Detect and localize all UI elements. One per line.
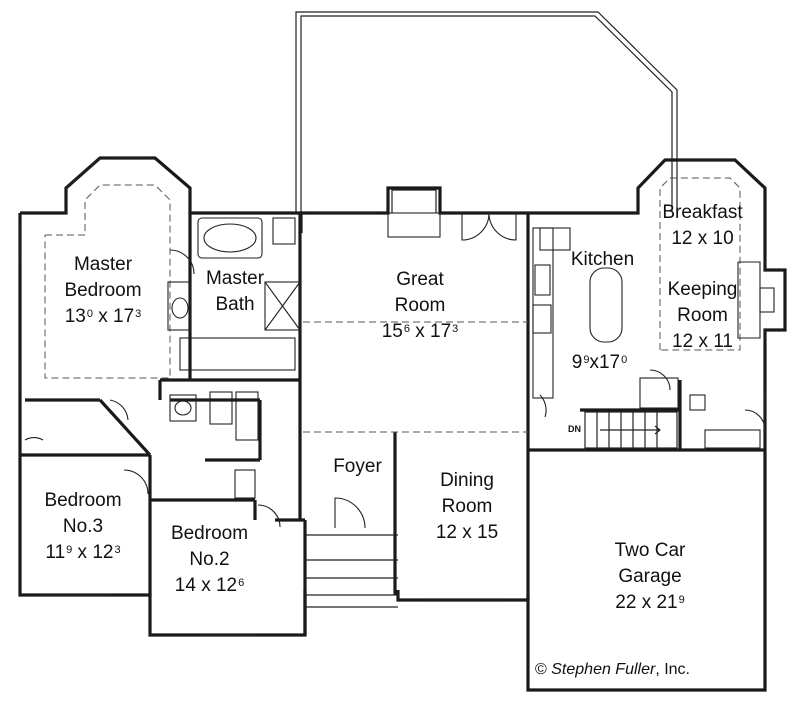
- keeping-room-name-2: Room: [677, 305, 728, 326]
- garage-label: Two Car Garage 22 x 219: [590, 538, 710, 616]
- kitchen-fixtures: [532, 227, 775, 449]
- kitchen-depth: 17: [598, 352, 621, 373]
- bedroom-3-size: 119 x 123: [24, 540, 142, 566]
- bedroom-3-name-1: Bedroom: [44, 490, 122, 511]
- great-room-width: 15: [381, 321, 403, 342]
- master-bedroom-depth-inches: 3: [135, 308, 142, 320]
- dining-room-label: Dining Room 12 x 15: [412, 468, 522, 546]
- bedroom-3-width: 11: [45, 542, 66, 563]
- master-bedroom-name-2: Bedroom: [64, 280, 142, 301]
- credit-name: Stephen Fuller: [551, 661, 656, 678]
- master-bedroom-times: x: [98, 306, 108, 327]
- master-bedroom-label: Master Bedroom 130 x 173: [43, 252, 163, 330]
- great-room-size: 156 x 173: [360, 319, 480, 345]
- master-bedroom-size: 130 x 173: [43, 304, 163, 330]
- bedroom-3-depth: 12: [92, 542, 114, 563]
- breakfast-name: Breakfast: [662, 202, 743, 223]
- copyright-credit: © Stephen Fuller, Inc.: [535, 661, 690, 679]
- garage-depth-inches: 9: [678, 594, 685, 606]
- great-room-times: x: [415, 321, 425, 342]
- bedroom-3-depth-inches: 3: [114, 544, 121, 556]
- kitchen-depth-inches: 0: [621, 354, 628, 366]
- master-bath-name-2: Bath: [215, 294, 255, 315]
- copyright-symbol: ©: [535, 661, 547, 678]
- foyer-label: Foyer: [320, 454, 395, 480]
- bedroom-3-times: x: [77, 542, 88, 563]
- bedroom-2-label: Bedroom No.2 14 x 126: [152, 521, 267, 599]
- bedroom-3-label: Bedroom No.3 119 x 123: [24, 488, 142, 566]
- garage-name-1: Two Car: [614, 540, 686, 561]
- bedroom-3-width-inches: 9: [66, 544, 73, 556]
- breakfast-label: Breakfast 12 x 10: [645, 200, 760, 252]
- master-bedroom-width-inches: 0: [86, 308, 93, 320]
- windows: [19, 157, 766, 636]
- bedroom-2-size: 14 x 126: [152, 573, 267, 599]
- kitchen-name: Kitchen: [570, 249, 635, 270]
- stair-label: DN: [568, 424, 581, 434]
- door-swings: [24, 212, 766, 529]
- master-bath-name-1: Master: [205, 268, 265, 289]
- keeping-room-size: 12 x 11: [672, 331, 733, 352]
- great-room-label: Great Room 156 x 173: [360, 267, 480, 345]
- front-steps: [305, 534, 398, 608]
- rear-terrace: [295, 11, 678, 212]
- dining-room-name-2: Room: [441, 496, 493, 517]
- bedroom-2-width: 14: [174, 575, 196, 596]
- fixtures: [167, 217, 301, 499]
- great-room-name-2: Room: [394, 295, 446, 316]
- kitchen-size: 99x170: [552, 350, 647, 376]
- bedroom-2-depth-inches: 6: [238, 577, 245, 589]
- fireplace: [387, 189, 441, 238]
- kitchen-width-inches: 9: [583, 354, 590, 366]
- master-bedroom-width: 13: [64, 306, 86, 327]
- credit-suffix: , Inc.: [655, 661, 690, 678]
- great-room-name-1: Great: [396, 269, 444, 290]
- great-room-depth-inches: 3: [452, 323, 459, 335]
- great-room-depth: 17: [430, 321, 452, 342]
- keeping-room-label: Keeping Room 12 x 11: [645, 277, 760, 355]
- master-bath-label: Master Bath: [190, 266, 280, 318]
- garage-times: x: [641, 592, 652, 613]
- garage-width: 22: [615, 592, 637, 613]
- great-room-width-inches: 6: [403, 323, 410, 335]
- bedroom-2-times: x: [201, 575, 211, 596]
- kitchen-width: 9: [571, 352, 583, 373]
- ceiling-lines: [44, 177, 741, 433]
- breakfast-size: 12 x 10: [671, 228, 734, 249]
- garage-name-2: Garage: [618, 566, 682, 587]
- kitchen-times: x: [589, 352, 599, 373]
- garage-depth: 21: [656, 592, 678, 613]
- dining-room-size: 12 x 15: [435, 522, 499, 543]
- garage-size: 22 x 219: [590, 590, 710, 616]
- keeping-room-name-1: Keeping: [667, 279, 738, 300]
- kitchen-label: Kitchen: [555, 247, 650, 273]
- master-bedroom-name-1: Master: [73, 254, 133, 275]
- stairs: [584, 411, 678, 449]
- bedroom-2-depth: 12: [215, 575, 238, 596]
- bedroom-2-name-2: No.2: [189, 549, 230, 570]
- master-bedroom-depth: 17: [113, 306, 135, 327]
- bedroom-3-name-2: No.3: [62, 516, 104, 537]
- kitchen-size-label: 99x170: [552, 350, 647, 376]
- bedroom-2-name-1: Bedroom: [170, 523, 249, 544]
- dining-room-name-1: Dining: [440, 470, 494, 491]
- foyer-name: Foyer: [333, 456, 382, 477]
